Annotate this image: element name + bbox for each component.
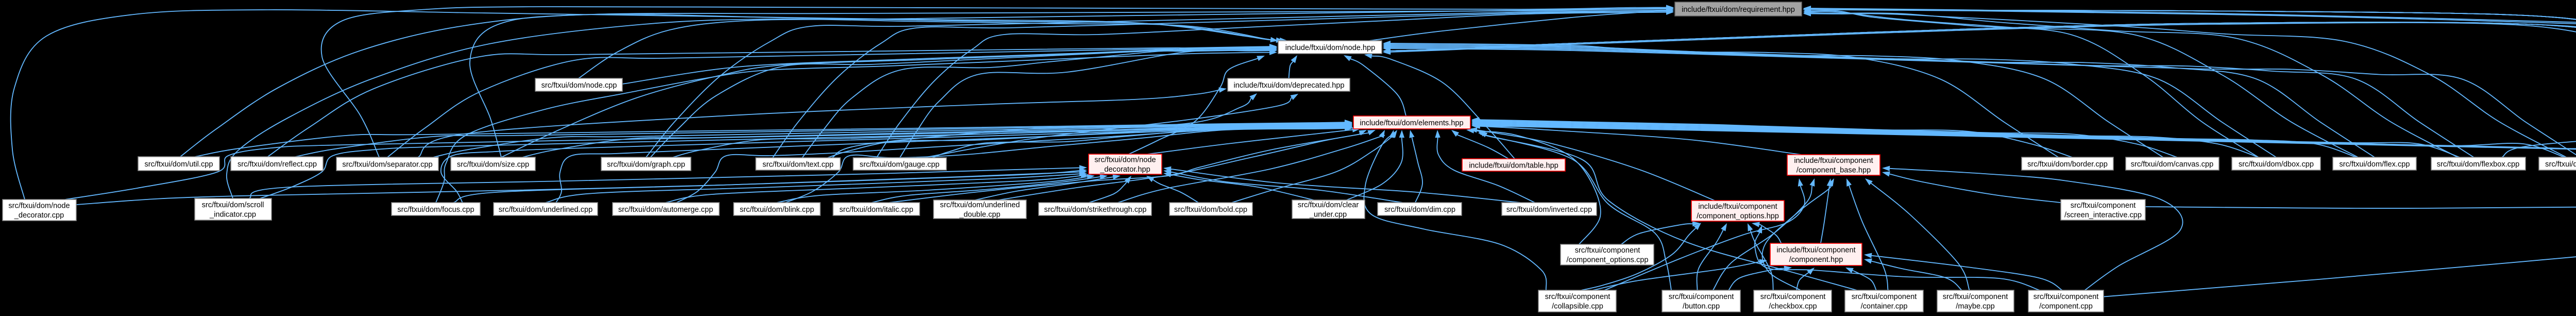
svg-text:include/ftxui/component: include/ftxui/component [1776,246,1855,255]
svg-text:_indicator.cpp: _indicator.cpp [209,211,256,219]
svg-text:include/ftxui/dom/node.hpp: include/ftxui/dom/node.hpp [1285,44,1375,52]
svg-text:/maybe.cpp: /maybe.cpp [1956,303,1994,311]
svg-text:src/ftxui/dom/node: src/ftxui/dom/node [8,202,70,210]
svg-text:src/ftxui/dom/italic.cpp: src/ftxui/dom/italic.cpp [839,206,913,214]
svg-text:src/ftxui/component: src/ftxui/component [2033,293,2099,301]
svg-text:/component.cpp: /component.cpp [2039,303,2093,311]
svg-text:src/ftxui/dom/blink.cpp: src/ftxui/dom/blink.cpp [740,206,814,214]
svg-text:src/ftxui/dom/node.cpp: src/ftxui/dom/node.cpp [541,81,617,90]
svg-text:src/ftxui/dom/node: src/ftxui/dom/node [1094,156,1156,164]
svg-text:src/ftxui/dom/canvas.cpp: src/ftxui/dom/canvas.cpp [2131,160,2214,169]
svg-text:/button.cpp: /button.cpp [1683,303,1720,311]
svg-text:src/ftxui/dom/util.cpp: src/ftxui/dom/util.cpp [144,160,213,169]
svg-text:src/ftxui/component: src/ftxui/component [2071,202,2136,210]
svg-text:include/ftxui/dom/table.hpp: include/ftxui/dom/table.hpp [1469,161,1558,170]
svg-text:src/ftxui/dom/reflect.cpp: src/ftxui/dom/reflect.cpp [238,160,317,169]
svg-text:src/ftxui/component: src/ftxui/component [1545,293,1611,301]
svg-text:src/ftxui/component: src/ftxui/component [1852,293,1917,301]
svg-text:src/ftxui/component: src/ftxui/component [1760,293,1826,301]
svg-text:src/ftxui/dom/flex.cpp: src/ftxui/dom/flex.cpp [2339,160,2410,169]
svg-text:src/ftxui/dom/underlined.cpp: src/ftxui/dom/underlined.cpp [499,206,593,214]
svg-text:src/ftxui/dom/frame.cpp: src/ftxui/dom/frame.cpp [2545,160,2576,169]
svg-text:/component_options.hpp: /component_options.hpp [1697,212,1779,221]
svg-text:src/ftxui/component: src/ftxui/component [1943,293,2008,301]
svg-text:/component_options.cpp: /component_options.cpp [1566,256,1648,264]
svg-text:/component_base.hpp: /component_base.hpp [1797,167,1871,175]
svg-text:_decorator.hpp: _decorator.hpp [1099,165,1150,174]
svg-text:src/ftxui/dom/border.cpp: src/ftxui/dom/border.cpp [2027,160,2108,169]
svg-text:src/ftxui/dom/dim.cpp: src/ftxui/dom/dim.cpp [1384,206,1455,214]
svg-text:_double.cpp: _double.cpp [959,211,1001,219]
svg-text:src/ftxui/component: src/ftxui/component [1575,246,1640,255]
svg-text:/screen_interactive.cpp: /screen_interactive.cpp [2064,211,2142,220]
svg-text:/container.cpp: /container.cpp [1861,303,1908,311]
svg-text:include/ftxui/dom/requirement.: include/ftxui/dom/requirement.hpp [1682,6,1795,14]
svg-text:include/ftxui/component: include/ftxui/component [1698,203,1777,211]
svg-text:include/ftxui/component: include/ftxui/component [1794,157,1873,165]
svg-text:src/ftxui/dom/size.cpp: src/ftxui/dom/size.cpp [457,160,529,169]
svg-text:include/ftxui/dom/elements.hpp: include/ftxui/dom/elements.hpp [1360,119,1463,127]
svg-text:src/ftxui/dom/bold.cpp: src/ftxui/dom/bold.cpp [1174,206,1247,214]
svg-text:/component.hpp: /component.hpp [1789,256,1843,264]
svg-text:_under.cpp: _under.cpp [1309,211,1347,219]
svg-text:src/ftxui/dom/strikethrough.cp: src/ftxui/dom/strikethrough.cpp [1044,206,1147,214]
svg-text:src/ftxui/dom/graph.cpp: src/ftxui/dom/graph.cpp [607,160,685,169]
svg-text:src/ftxui/dom/inverted.cpp: src/ftxui/dom/inverted.cpp [1506,206,1592,214]
svg-text:src/ftxui/dom/clear: src/ftxui/dom/clear [1298,201,1359,209]
svg-text:/checkbox.cpp: /checkbox.cpp [1769,303,1817,311]
svg-text:src/ftxui/dom/scroll: src/ftxui/dom/scroll [202,201,264,209]
svg-text:/collapsible.cpp: /collapsible.cpp [1552,303,1603,311]
svg-text:src/ftxui/dom/flexbox.cpp: src/ftxui/dom/flexbox.cpp [2437,160,2520,169]
svg-text:src/ftxui/dom/text.cpp: src/ftxui/dom/text.cpp [762,160,834,169]
svg-text:include/ftxui/dom/deprecated.h: include/ftxui/dom/deprecated.hpp [1234,81,1345,90]
svg-text:src/ftxui/component: src/ftxui/component [1669,293,1734,301]
svg-text:src/ftxui/dom/underlined: src/ftxui/dom/underlined [940,201,1020,209]
svg-text:_decorator.cpp: _decorator.cpp [14,211,64,220]
svg-text:src/ftxui/dom/dbox.cpp: src/ftxui/dom/dbox.cpp [2239,160,2314,169]
svg-text:src/ftxui/dom/automerge.cpp: src/ftxui/dom/automerge.cpp [618,206,713,214]
svg-text:src/ftxui/dom/focus.cpp: src/ftxui/dom/focus.cpp [397,206,474,214]
svg-text:src/ftxui/dom/gauge.cpp: src/ftxui/dom/gauge.cpp [860,160,940,169]
svg-text:src/ftxui/dom/separator.cpp: src/ftxui/dom/separator.cpp [342,160,432,169]
